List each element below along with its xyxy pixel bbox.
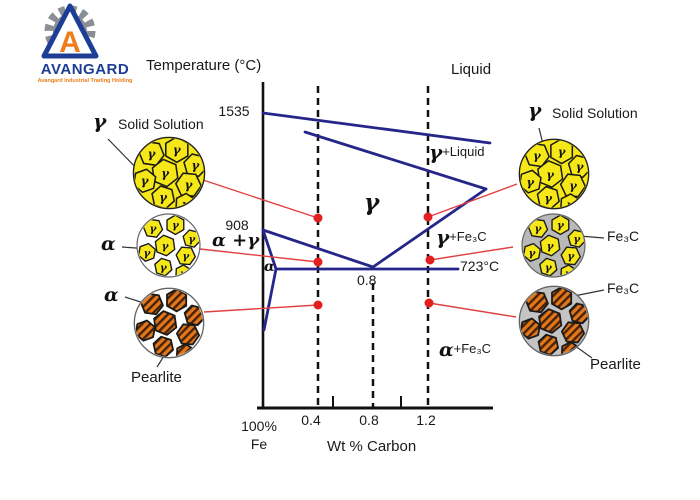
logo: A AVANGARD Avangard Industrial Trading H… (20, 2, 132, 92)
gamma-grain-symbol: γ (188, 233, 196, 245)
alpha-symbol: α (439, 339, 454, 361)
micro-pearlite-left (131, 285, 207, 361)
y-axis-title: Temperature (°C) (146, 57, 262, 74)
eutectoid-temperature-label: 723°C (460, 258, 500, 274)
alpha-fe3c-suffix: +Fe₃C (453, 341, 492, 356)
gamma-grain-symbol: γ (191, 159, 200, 173)
gamma-grain-symbol: γ (547, 240, 555, 252)
gamma-grain-symbol: γ (150, 223, 158, 235)
gamma-grain-symbol: γ (529, 247, 537, 259)
gamma-fe3c-region-label: γ+Fe₃C (436, 227, 487, 247)
axes (257, 82, 493, 410)
y-tick-1535: 1535 (218, 103, 250, 119)
liquid-region-label: Liquid (451, 61, 492, 78)
svg-text:A: A (59, 26, 81, 59)
gamma-grain-symbol: γ (172, 220, 180, 232)
logo-name: AVANGARD (40, 61, 130, 78)
eutectoid-composition-label: 0.8 (357, 272, 377, 288)
logo-subtitle: Avangard Industrial Trading Holding (37, 78, 133, 84)
gamma-symbol: γ (436, 225, 450, 249)
gamma-grain-symbol: γ (144, 247, 152, 259)
left-pearlite-label: Pearlite (131, 369, 182, 386)
right-solid-solution-label: Solid Solution (552, 105, 638, 121)
x-origin-label: 100% Fe (233, 417, 285, 453)
origin-100pct: 100% (241, 418, 277, 434)
alpha-fe3c-region-label: α+Fe₃C (439, 341, 491, 360)
left-solid-solution-label: Solid Solution (118, 116, 204, 132)
gamma-grain-symbol: γ (535, 223, 543, 235)
gamma-grain-symbol: γ (545, 262, 553, 274)
left-alpha-low-label: α (104, 284, 119, 306)
gamma-grain-symbol: γ (566, 198, 574, 212)
gamma-grain-symbol: γ (159, 191, 168, 205)
gamma-grain-symbol: γ (533, 148, 541, 162)
gamma-grain-symbol: γ (182, 251, 190, 263)
gamma-grain-symbol: γ (558, 144, 566, 158)
gamma-grain-symbol: γ (160, 262, 168, 274)
gamma-grain-symbol: γ (576, 160, 584, 174)
gamma-grain-symbol: γ (148, 147, 157, 161)
x-axis-title: Wt % Carbon (327, 438, 417, 455)
gamma-grain-symbol: γ (546, 167, 554, 181)
gamma-grain-symbol: γ (185, 178, 194, 192)
left-alpha-mid-label: α (101, 233, 116, 255)
sample-point-markers (313, 212, 435, 310)
x-tick-12: 1.2 (416, 412, 436, 428)
gamma-grain-symbol: γ (180, 268, 188, 280)
gamma-grain-symbol: γ (565, 268, 573, 280)
right-gamma-symbol: γ (528, 98, 542, 122)
y-tick-908: 908 (225, 217, 249, 233)
right-fe3c-lower-label: Fe₃C (607, 280, 640, 296)
gamma-grain-symbol: γ (557, 220, 565, 232)
gamma-grain-symbol: γ (182, 198, 191, 212)
right-fe3c-upper-label: Fe₃C (607, 228, 640, 244)
gamma-region-label: γ (364, 189, 380, 216)
red-connector-lines (199, 179, 518, 318)
right-pearlite-label: Pearlite (590, 356, 641, 373)
alpha-region-label: α (264, 259, 275, 275)
left-gamma-symbol: γ (93, 109, 107, 133)
gamma-grain-symbol: γ (173, 143, 182, 157)
gamma-grain-symbol: γ (545, 191, 553, 205)
gamma-symbol: γ (429, 140, 443, 164)
gamma-grain-symbol: γ (526, 175, 534, 189)
gamma-grain-symbol: γ (569, 179, 577, 193)
phase-boundaries (261, 111, 492, 332)
logo-gear-triangle-icon: A (41, 3, 99, 59)
gamma-liquid-region-label: γ+Liquid (429, 142, 485, 162)
gamma-grain-symbol: γ (162, 240, 170, 252)
gamma-grain-symbol: γ (141, 174, 150, 188)
origin-fe: Fe (250, 436, 268, 453)
x-tick-04: 0.4 (301, 412, 321, 428)
gamma-grain-symbol: γ (573, 233, 581, 245)
gamma-grain-symbol: γ (567, 251, 575, 263)
gamma-grain-symbol: γ (161, 166, 170, 180)
micro-pearlite-cementite-right (516, 283, 592, 359)
gamma-liquid-suffix: +Liquid (442, 144, 485, 159)
alpha-gamma-region-label: α +γ (212, 230, 260, 251)
x-tick-08: 0.8 (359, 412, 379, 428)
gamma-fe3c-suffix: +Fe₃C (449, 229, 487, 244)
composition-dashed-lines (316, 86, 430, 408)
